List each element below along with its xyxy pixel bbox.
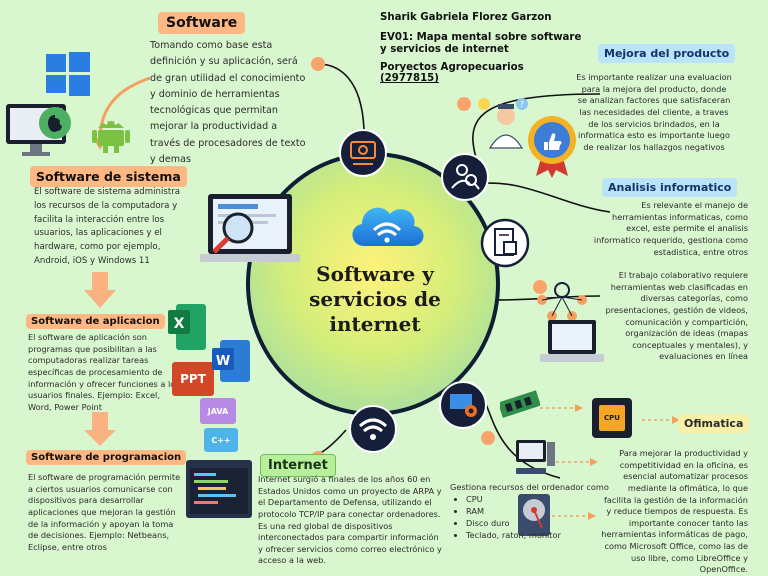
word-icon: W [212, 340, 250, 382]
desktop-computer-icon [516, 440, 555, 474]
recursos-item: RAM [466, 506, 561, 518]
scientist-idea-icon: ? [478, 98, 528, 149]
hard-disk-icon [518, 494, 550, 536]
svg-text:W: W [216, 354, 230, 369]
gear-screen-node-icon [339, 129, 387, 177]
gear-monitor-node-icon [439, 381, 487, 429]
software-header: Software [158, 12, 246, 34]
wifi-node-icon [349, 405, 397, 453]
programacion-text: El software de programación permite a ci… [28, 472, 181, 552]
ram-icon [500, 390, 540, 418]
windows-icon [46, 52, 90, 96]
analisis-header: Analisis informatico [602, 178, 738, 197]
powerpoint-icon: PPT [172, 362, 214, 396]
laptop-icon [540, 320, 604, 362]
code-editor-icon [186, 460, 252, 518]
laptop-search-icon [200, 194, 300, 262]
cpu-icon: CPU [592, 398, 632, 438]
center-title: Software y servicios de internet [309, 262, 441, 336]
cpu-label: CPU [599, 405, 625, 431]
analisis-text2: El trabajo colaborativo requiere herrami… [605, 270, 748, 362]
quality-badge-icon [528, 116, 576, 178]
mejora-header: Mejora del producto [598, 44, 736, 63]
aplicacion-text: El software de aplicación son programas … [28, 332, 180, 412]
apple-icon [39, 107, 71, 139]
cpp-icon: C++ [204, 428, 238, 452]
mejora-text: Es importante realizar una evaluacion pa… [576, 72, 732, 152]
sistema-header: Software de sistema [30, 166, 187, 187]
recursos-item: Disco duro [466, 518, 561, 530]
svg-text:X: X [174, 316, 185, 332]
software-text: Tomando como base esta definición y su a… [150, 40, 306, 166]
ofimatica-header: Ofimatica [678, 414, 750, 433]
user-search-node-icon [441, 153, 489, 201]
programacion-header: Software de programacion [26, 450, 187, 465]
internet-text: Internet surgió a finales de los años 60… [258, 474, 442, 566]
program-code: (2977815) [380, 73, 439, 84]
author-name: Sharik Gabriela Florez Garzon [380, 12, 552, 23]
svg-text:?: ? [520, 100, 524, 109]
wifi-cloud-icon [352, 207, 424, 246]
analisis-text1: Es relevante el manejo de herramientas i… [593, 200, 748, 257]
aplicacion-header: Software de aplicacion [26, 314, 165, 329]
sistema-text: El software de sistema administra los re… [34, 187, 180, 266]
recursos-item: Teclado, raton, monitor [466, 530, 561, 542]
recursos-title: Gestiona recursos del ordenador como [450, 482, 609, 492]
ofimatica-text: Para mejorar la productividad y competit… [601, 448, 748, 575]
android-icon [92, 121, 130, 153]
recursos-list: CPU RAM Disco duro Teclado, raton, monit… [452, 494, 561, 542]
activity-title: EV01: Mapa mental sobre software y servi… [380, 32, 582, 55]
recursos-item: CPU [466, 494, 561, 506]
java-icon: JAVA [200, 398, 236, 424]
program-name: Poryectos Agropecuarios [380, 62, 524, 73]
internet-header: Internet [260, 454, 336, 477]
excel-icon: X [168, 304, 206, 350]
network-people-icon [537, 282, 587, 321]
document-node-icon [480, 218, 530, 268]
